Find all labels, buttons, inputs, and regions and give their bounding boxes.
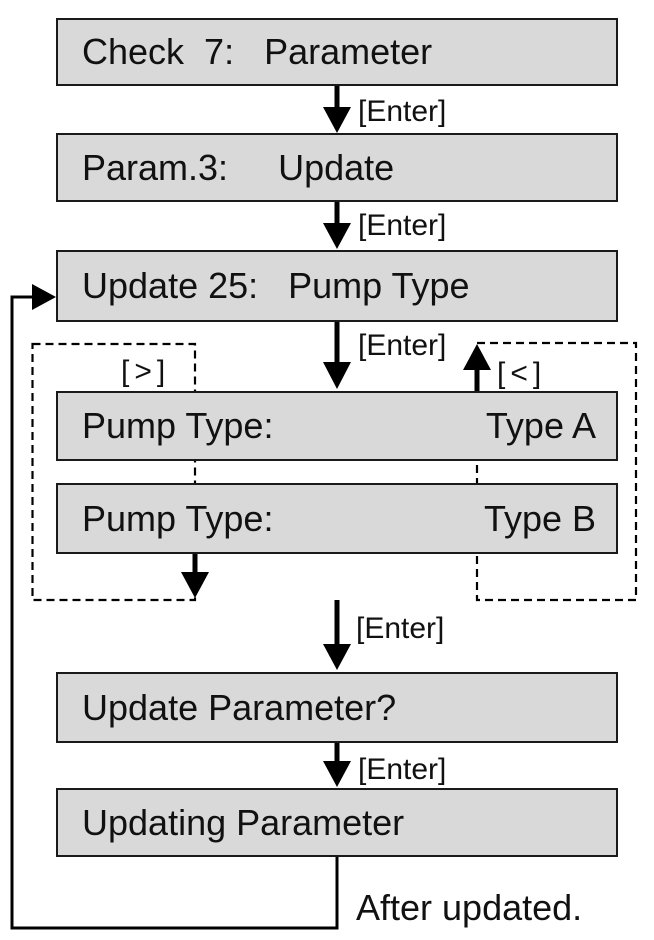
next-down-arrow-head-icon [181,572,209,598]
prev-cycle-dashed-loop [475,341,638,602]
lcd-box-update-parameter: Update Parameter? [56,672,618,743]
enter-arrow-4-head-icon [323,644,351,670]
prev-key-label: [<] [497,357,547,390]
lcd-text-check7: Check 7: Parameter [82,31,433,72]
lcd-box-pump-type-a: Pump Type: Type A [56,391,618,461]
enter-key-label-1: [Enter] [358,95,447,128]
lcd-text-update25: Update 25: Pump Type [82,265,470,306]
enter-arrow-3-head-icon [323,362,351,389]
lcd-label-pump-type-b: Pump Type: [82,497,274,539]
lcd-value-type-b: Type B [483,497,596,539]
enter-key-label-2: [Enter] [358,209,447,242]
lcd-label-pump-type-a: Pump Type: [82,405,274,446]
next-cycle-dashed-loop [31,342,197,602]
enter-key-label-3: [Enter] [358,329,447,362]
lcd-box-check7: Check 7: Parameter [56,18,618,86]
enter-arrow-1-head-icon [323,107,351,133]
enter-arrow-5-head-icon [323,761,351,787]
next-key-label: [>] [121,355,171,388]
after-updated-note: After updated. [356,887,583,928]
enter-arrow-2-head-icon [323,223,351,249]
lcd-text-updating-parameter: Updating Parameter [82,801,405,843]
lcd-text-param3: Param.3: Update [82,146,395,188]
lcd-box-updating-parameter: Updating Parameter [56,788,618,857]
lcd-value-type-a: Type A [485,405,596,446]
return-loop-arrowhead-icon [32,284,56,310]
enter-key-label-4: [Enter] [356,612,445,645]
lcd-box-param3: Param.3: Update [56,133,618,202]
lcd-text-update-parameter: Update Parameter? [82,686,397,728]
lcd-box-update25: Update 25: Pump Type [56,250,618,322]
prev-up-arrow-head-icon [463,344,491,370]
lcd-box-pump-type-b: Pump Type: Type B [56,483,618,554]
return-loop-line [10,295,339,930]
enter-key-label-5: [Enter] [358,753,447,786]
